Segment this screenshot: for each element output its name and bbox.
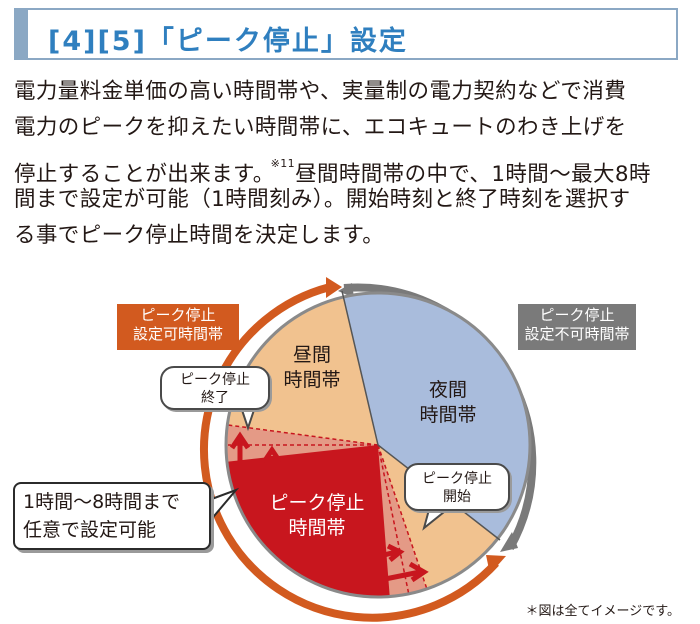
clock-rim <box>224 291 532 599</box>
title-accent <box>16 10 28 58</box>
end-arrow-2 <box>261 445 283 470</box>
unsettable-period-label: ピーク停止 設定不可時間帯 <box>518 304 636 350</box>
settable-label-line1: ピーク停止 <box>140 306 216 324</box>
night-label: 夜間 時間帯 <box>408 378 488 428</box>
bubble-start-line2: 開始 <box>443 489 471 505</box>
daytime-line1: 昼間 <box>292 344 331 366</box>
day-night-divider <box>341 290 379 446</box>
page-title: [4][5]「ピーク停止」設定 <box>48 26 408 57</box>
body-line-3b: 昼間時間帯の中で、1時間～最大8時 <box>295 162 651 187</box>
peak-stop-start-bubble: ピーク停止 開始 <box>404 463 510 511</box>
settable-label-line2: 設定可時間帯 <box>132 325 223 343</box>
settable-arc-arrow-end <box>486 555 506 574</box>
dashed-line-1 <box>227 424 379 446</box>
callout-line1: 1時間～8時間まで <box>23 491 181 513</box>
night-line1: 夜間 <box>428 379 467 401</box>
footnote-ref: ※11 <box>270 157 296 170</box>
callout-line2: 任意で設定可能 <box>23 519 157 541</box>
image-footnote: ＊図は全てイメージです。 <box>525 604 680 619</box>
daytime-label: 昼間 時間帯 <box>272 343 352 393</box>
body-line-3a: 停止することが出来ます。 <box>14 162 275 187</box>
start-arrow-2 <box>379 543 405 562</box>
bubble-end-line1: ピーク停止 <box>180 372 250 388</box>
body-line-3: 停止することが出来ます。※11昼間時間帯の中で、1時間～最大8時 <box>14 146 690 187</box>
body-line-2: 電力のピークを抑えたい時間帯に、エコキュートのわき上げを <box>14 115 627 140</box>
description-paragraph: 電力量料金単価の高い時間帯や、実量制の電力契約などで消費 電力のピークを抑えたい… <box>14 74 690 254</box>
body-line-5: る事でピーク停止時間を決定します。 <box>14 223 385 248</box>
settable-period-label: ピーク停止 設定可時間帯 <box>117 304 239 350</box>
settable-range-callout: 1時間～8時間まで 任意で設定可能 <box>13 482 211 550</box>
night-line2: 時間帯 <box>419 404 477 426</box>
settable-arc-arrow <box>326 277 342 298</box>
peak-line2: 時間帯 <box>288 517 346 539</box>
title-bar: [4][5]「ピーク停止」設定 <box>14 8 678 60</box>
peak-stop-end-bubble: ピーク停止 終了 <box>160 366 270 410</box>
end-arrow-1 <box>229 431 251 470</box>
unsettable-arc-arrow-end <box>500 532 518 552</box>
daytime-line2: 時間帯 <box>283 369 341 391</box>
unsettable-label-line1: ピーク停止 <box>539 306 615 324</box>
dashed-line-3 <box>377 444 411 597</box>
settable-arc <box>200 283 499 622</box>
bubble-start-line1: ピーク停止 <box>422 471 492 487</box>
unsettable-label-line2: 設定不可時間帯 <box>524 325 630 343</box>
peak-stop-period-label: ピーク停止 時間帯 <box>262 491 372 541</box>
start-arrow-1 <box>379 561 429 583</box>
peak-line1: ピーク停止 <box>269 492 365 514</box>
body-line-1: 電力量料金単価の高い時間帯や、実量制の電力契約などで消費 <box>14 79 627 104</box>
body-line-4: 間まで設定が可能（1時間刻み）。開始時刻と終了時刻を選択す <box>14 187 631 212</box>
bubble-end-line2: 終了 <box>201 390 229 406</box>
